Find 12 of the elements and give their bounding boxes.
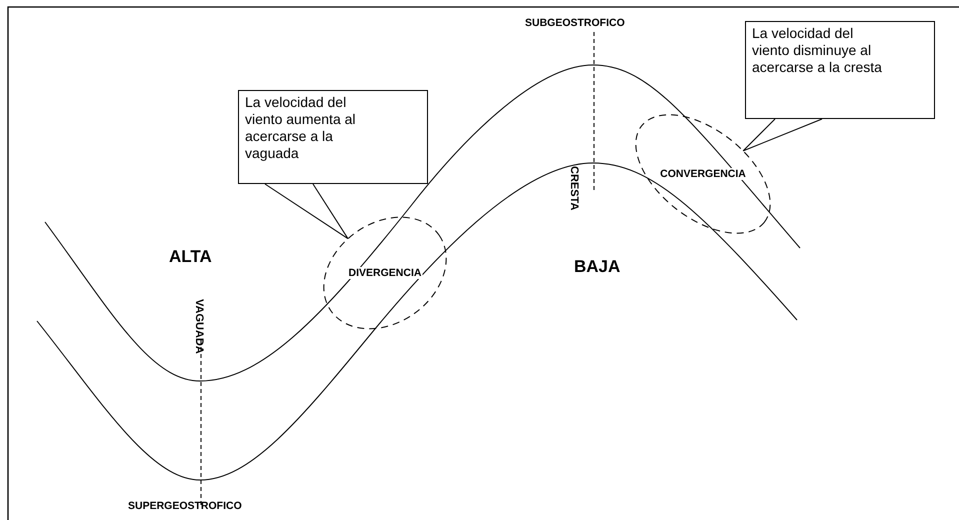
axis-label: CRESTA	[568, 166, 580, 210]
region-label: CONVERGENCIA	[659, 168, 747, 180]
axis-label: SUBGEOSTROFICO	[525, 17, 625, 29]
callout-box: La velocidad del viento aumenta al acercarse a la vaguada	[238, 90, 428, 184]
axis-label: VAGUADA	[193, 299, 205, 354]
region-label: BAJA	[574, 257, 620, 277]
callout-box: La velocidad del viento disminuye al acercarse a la cresta	[745, 21, 935, 119]
region-label: ALTA	[169, 247, 212, 267]
region-label: DIVERGENCIA	[348, 267, 422, 279]
axis-label: SUPERGEOSTROFICO	[128, 500, 242, 512]
callout-pointer	[264, 184, 348, 240]
callout-pointer	[742, 118, 822, 152]
